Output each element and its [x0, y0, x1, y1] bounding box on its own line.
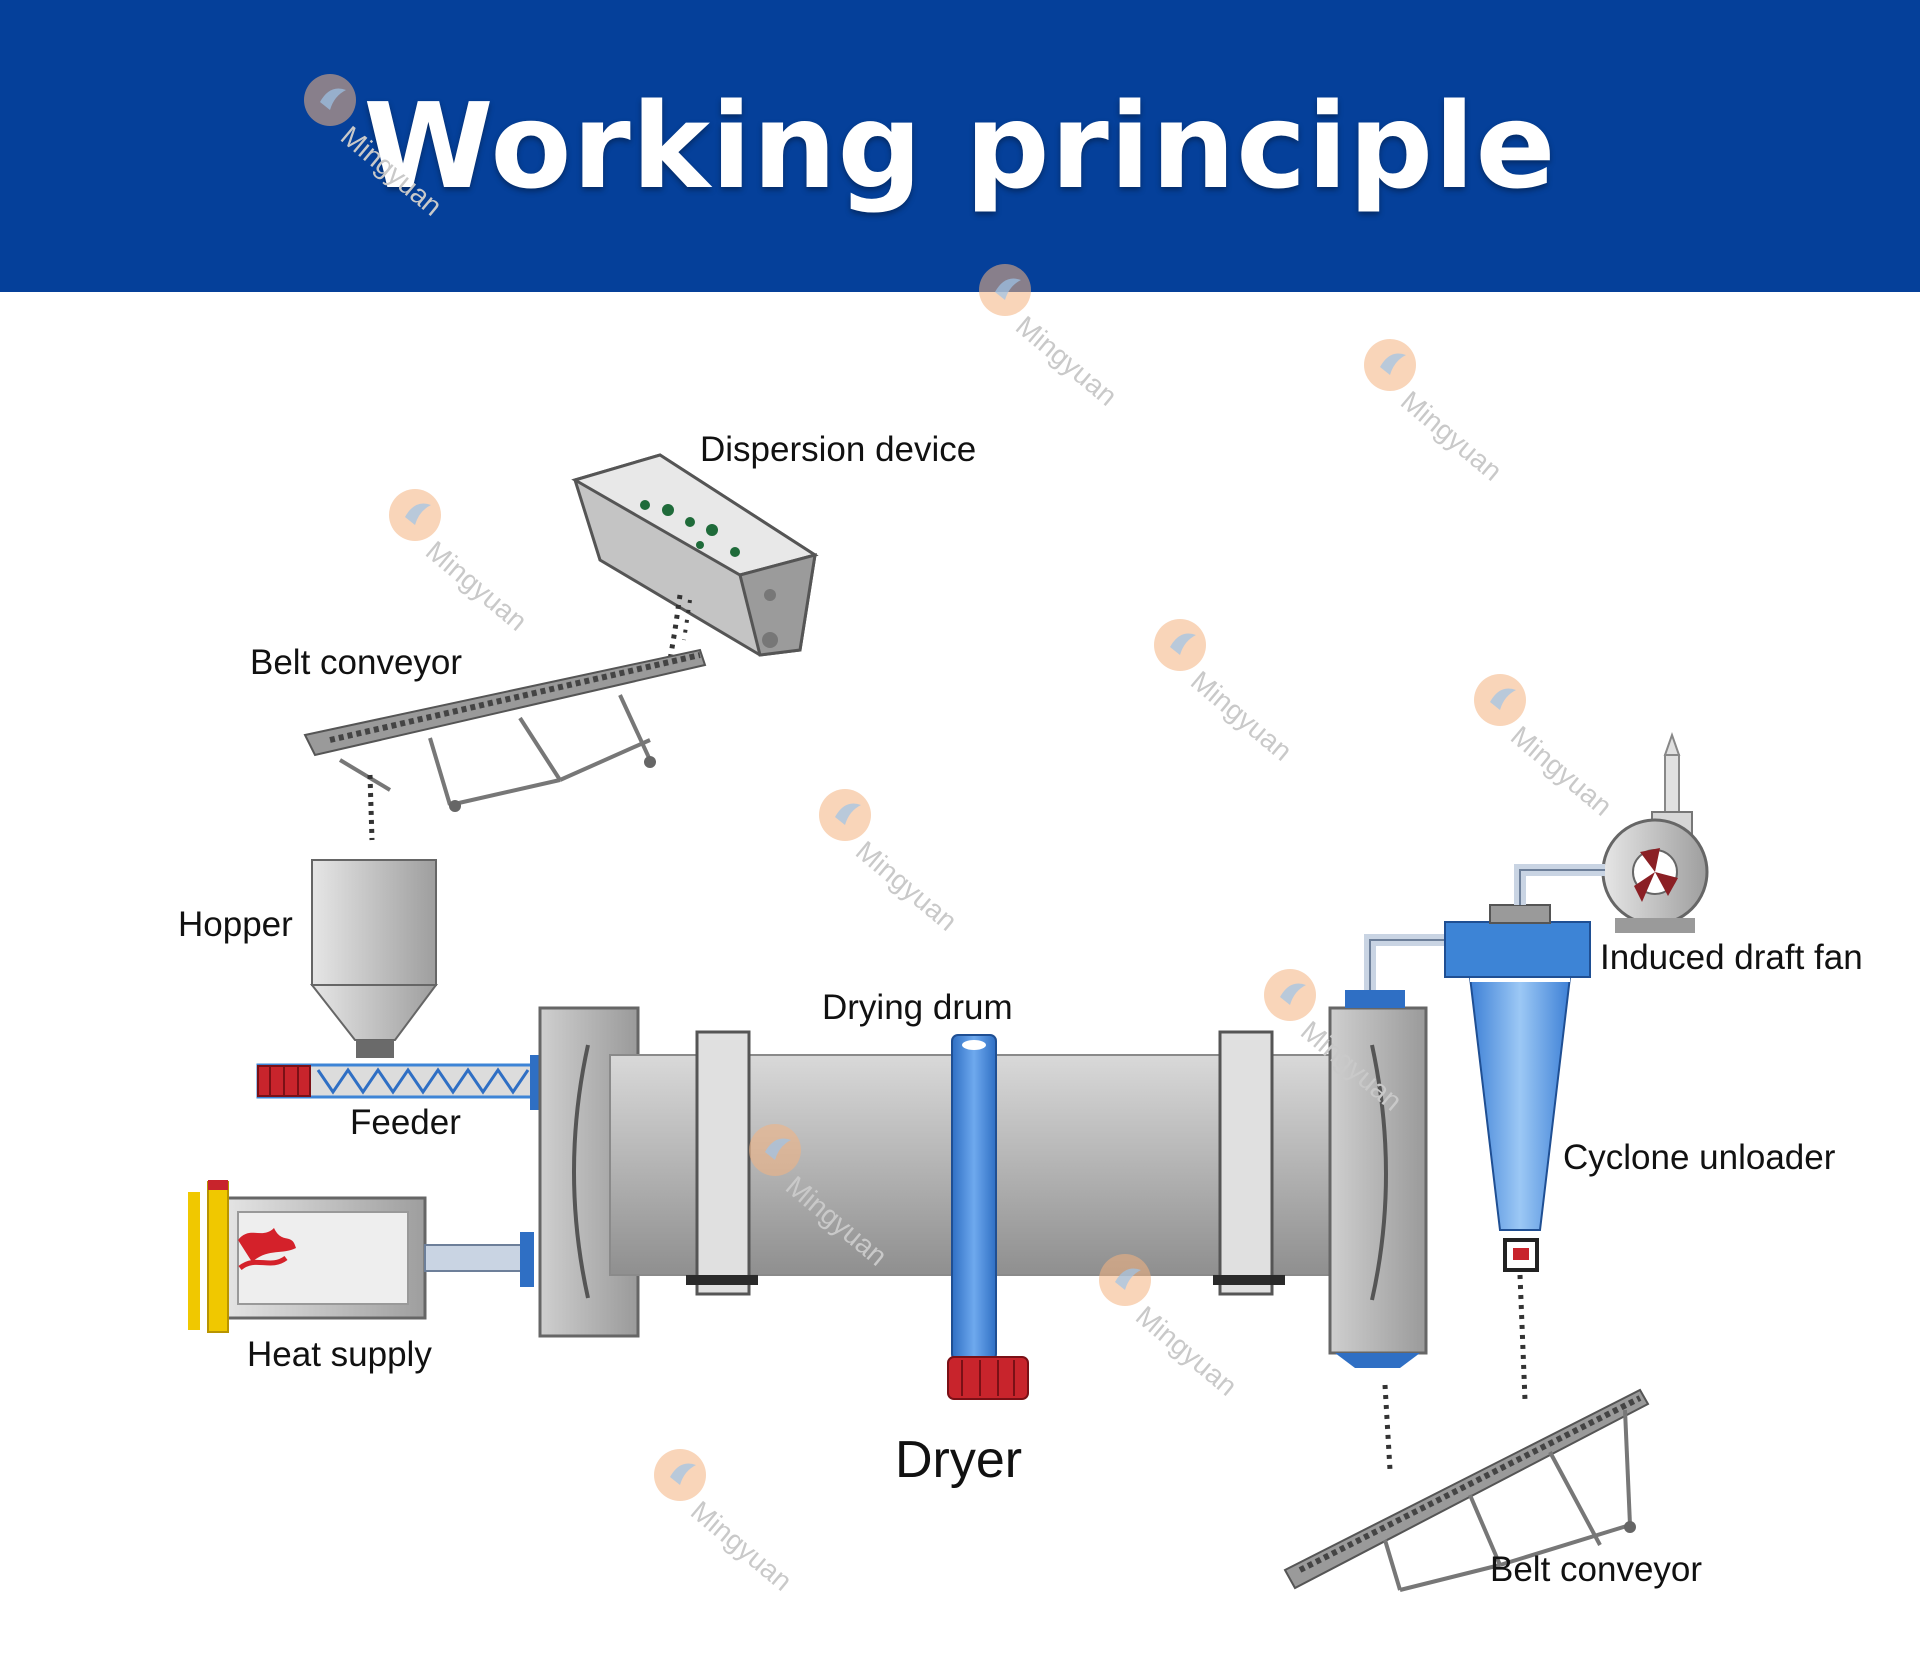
- label-feeder: Feeder: [350, 1103, 461, 1142]
- cyclone-unloader: [1444, 904, 1591, 1401]
- label-dryer: Dryer: [895, 1431, 1023, 1489]
- dispersion-device: [571, 453, 819, 661]
- air-duct: [1364, 934, 1450, 990]
- screw-feeder: [256, 1055, 544, 1110]
- belt-conveyor-top: [303, 648, 707, 841]
- belt-conveyor-bottom: [1283, 1388, 1650, 1592]
- header-banner: Working principle: [0, 0, 1920, 292]
- page-title: Working principle: [363, 77, 1557, 215]
- heat-supply: [188, 1180, 534, 1333]
- label-belt-conveyor-bottom: Belt conveyor: [1490, 1550, 1703, 1589]
- label-belt-conveyor-top: Belt conveyor: [250, 643, 463, 682]
- drying-drum: [538, 990, 1428, 1471]
- label-induced-draft-fan: Induced draft fan: [1600, 938, 1863, 977]
- induced-draft-fan: [1514, 731, 1709, 933]
- label-dispersion-device: Dispersion device: [700, 430, 977, 469]
- label-drying-drum: Drying drum: [822, 988, 1013, 1027]
- label-heat-supply: Heat supply: [247, 1335, 432, 1374]
- label-cyclone-unloader: Cyclone unloader: [1563, 1138, 1836, 1177]
- label-hopper: Hopper: [178, 905, 293, 944]
- hopper: [309, 859, 438, 1058]
